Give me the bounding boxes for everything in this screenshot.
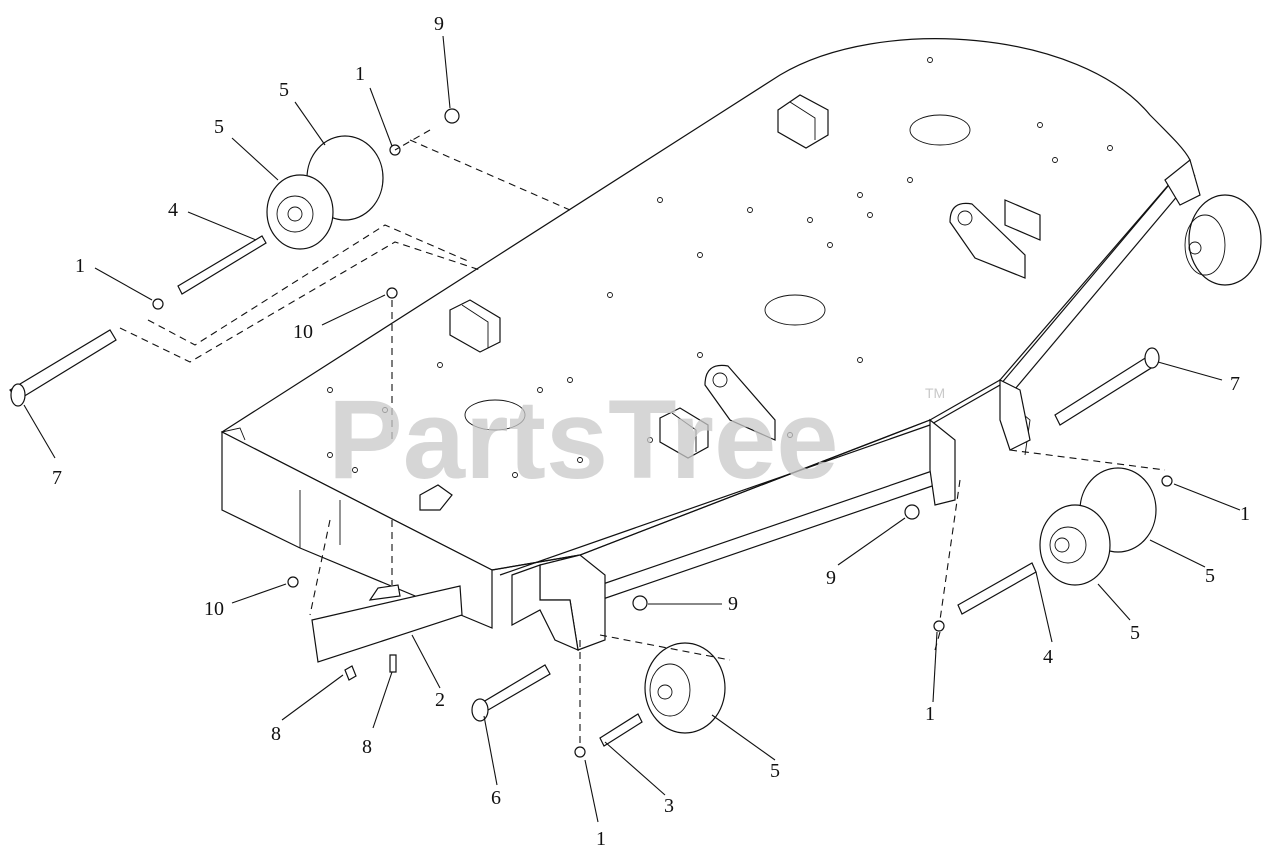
callout-numbers: 9 1 5 5 4 1 10 7 7 1 5 5 4 1 9 9 5 3 1 6… — [52, 13, 1250, 850]
assembly-dashed-lines — [119, 129, 1166, 745]
callout-5-left: 5 — [214, 116, 224, 138]
mower-deck — [220, 38, 1196, 629]
deck-brackets — [419, 94, 1041, 511]
callout-5-right-upper: 5 — [1205, 565, 1215, 587]
callout-1-bottom: 1 — [596, 828, 606, 850]
callout-8-left: 8 — [271, 723, 281, 745]
callout-1-left: 1 — [75, 255, 85, 277]
callout-3: 3 — [664, 795, 674, 817]
callout-9-top: 9 — [434, 13, 444, 35]
callout-9-center: 9 — [728, 593, 738, 615]
callout-7-right: 7 — [1230, 373, 1240, 395]
wheel-brackets — [511, 158, 1201, 651]
wheel-right-rear — [1184, 194, 1262, 286]
callout-9-right: 9 — [826, 567, 836, 589]
callout-7-left: 7 — [52, 467, 62, 489]
callout-4-right: 4 — [1043, 646, 1053, 668]
wheel-rear-left — [266, 135, 384, 250]
callout-1-right: 1 — [1240, 503, 1250, 525]
callout-6: 6 — [491, 787, 501, 809]
callout-1-right-bottom: 1 — [925, 703, 935, 725]
callout-8-right: 8 — [362, 736, 372, 758]
deck-holes — [327, 57, 1113, 478]
axles-and-bolts — [9, 235, 1160, 747]
callout-1-top: 1 — [355, 63, 365, 85]
callout-2: 2 — [435, 689, 445, 711]
callout-4-left: 4 — [168, 199, 178, 221]
wheel-right-front — [1039, 467, 1157, 586]
watermark: PartsTree TM — [328, 377, 945, 502]
callout-10-upper: 10 — [293, 321, 313, 343]
watermark-text: PartsTree — [328, 377, 839, 502]
callout-10-lower: 10 — [204, 598, 224, 620]
hardware-nuts — [152, 108, 1173, 758]
wheel-front-center — [644, 642, 726, 734]
callout-5-top: 5 — [279, 79, 289, 101]
anti-scalp-plate — [311, 584, 463, 663]
callout-5-bottom: 5 — [770, 760, 780, 782]
callout-5-right-lower: 5 — [1130, 622, 1140, 644]
spindle-openings — [464, 114, 971, 431]
callout-leaders — [23, 35, 1241, 823]
watermark-trademark: TM — [925, 385, 945, 401]
